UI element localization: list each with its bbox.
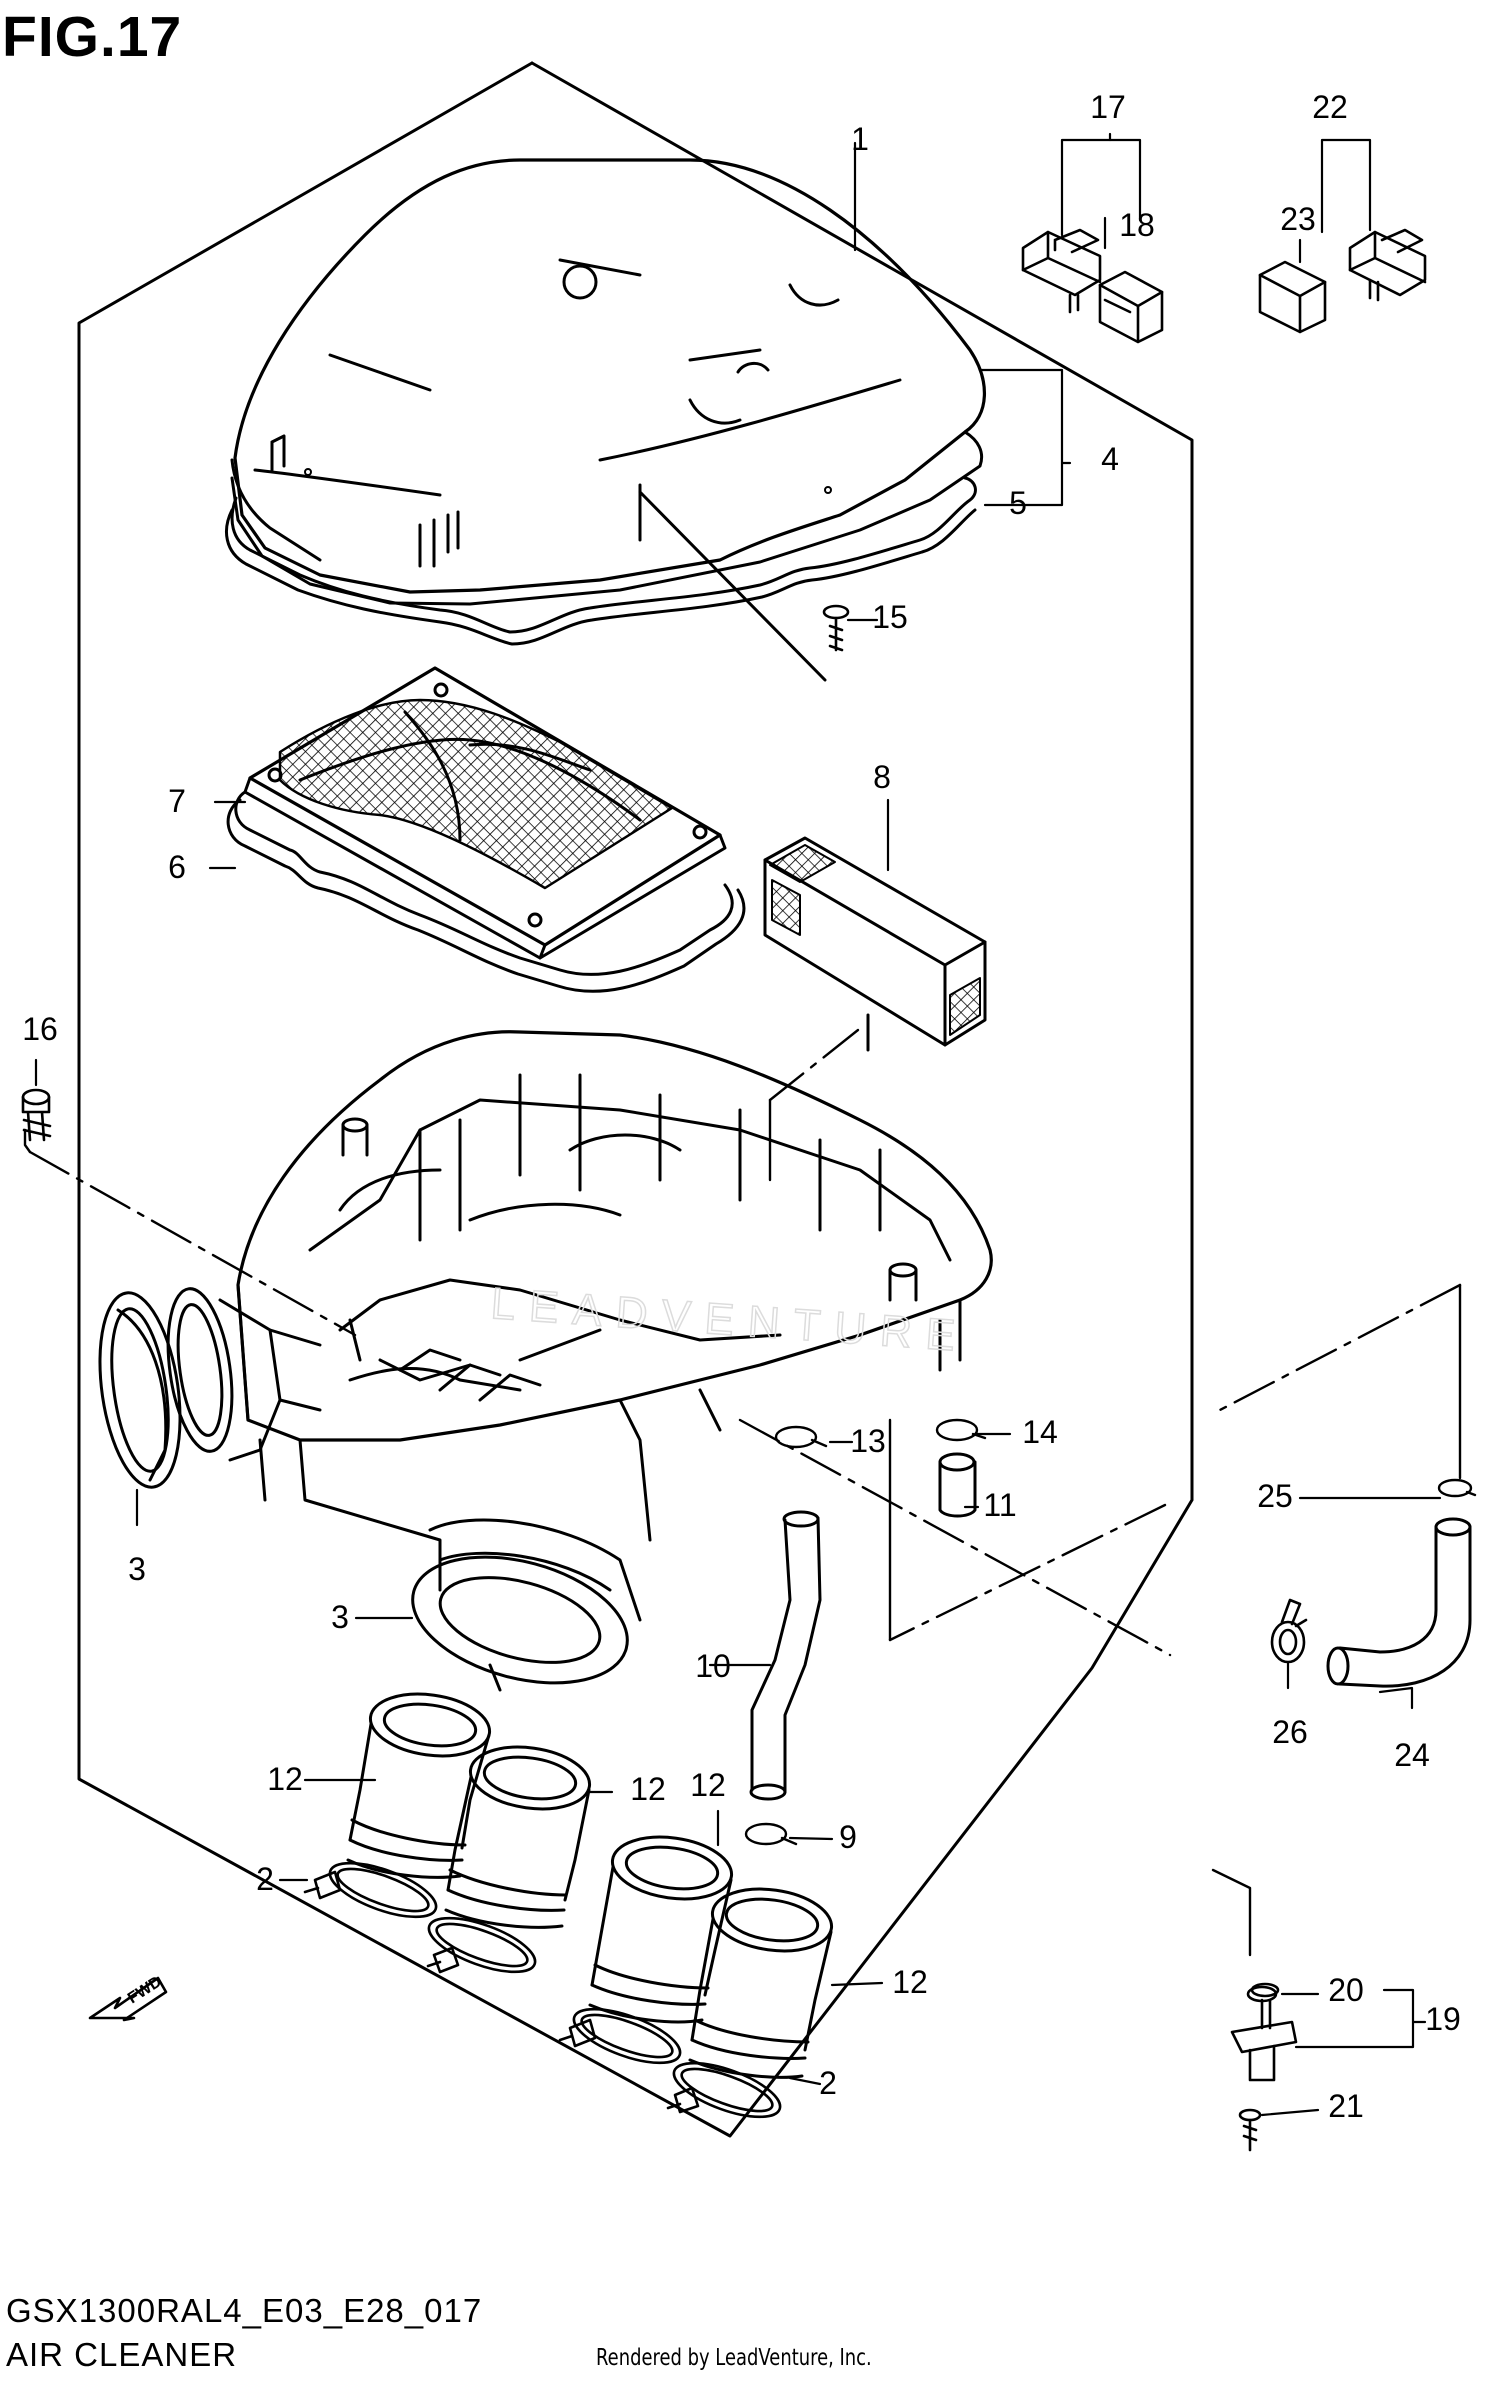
intake-boot-12-a (346, 1692, 492, 1879)
intake-boot-12-d (688, 1887, 834, 2079)
guide-lines (28, 1028, 1462, 1657)
fwd-arrow-icon (88, 1976, 168, 2022)
cap-11 (938, 1452, 977, 1518)
intake-boot-12-b (444, 1745, 592, 1929)
render-credit: Rendered by LeadVenture, Inc. (596, 2345, 872, 2371)
callout-4: 4 (1101, 441, 1119, 477)
callout-10: 10 (695, 1648, 731, 1684)
callout-19: 19 (1425, 2001, 1461, 2037)
callout-16: 16 (22, 1011, 58, 1047)
fwd-label: FWD (125, 1973, 165, 2007)
intake-duct-3-lower (411, 1518, 642, 1692)
callout-12c: 12 (690, 1767, 726, 1803)
air-filter-element (243, 666, 727, 960)
clip-14 (935, 1418, 987, 1442)
sensor-19 (1230, 1982, 1298, 2082)
callout-6: 6 (168, 849, 186, 885)
callout-3a: 3 (128, 1551, 146, 1587)
callout-2b: 2 (819, 2065, 837, 2101)
callout-2a: 2 (256, 1861, 274, 1897)
callout-14: 14 (1022, 1414, 1058, 1450)
cover-23 (1258, 260, 1327, 334)
intake-duct-3-left (98, 1287, 322, 1489)
callout-1: 1 (851, 121, 869, 157)
hose-clamp-2-upper (303, 1861, 537, 1974)
upper-case-cover (230, 158, 987, 606)
sensor-17 (1021, 228, 1102, 314)
hose-clamp-2-lower (558, 2007, 782, 2119)
hose-clamp-26 (1270, 1598, 1308, 1664)
callout-22: 22 (1312, 89, 1348, 125)
callout-25: 25 (1257, 1478, 1293, 1514)
callout-15: 15 (872, 599, 908, 635)
upper-case-seal (225, 476, 977, 646)
callout-23: 23 (1280, 201, 1316, 237)
callout-20: 20 (1328, 1972, 1364, 2008)
callout-13: 13 (850, 1423, 886, 1459)
callout-7: 7 (168, 783, 186, 819)
callout-5: 5 (1009, 485, 1027, 521)
lower-case-body (236, 1030, 993, 1592)
guide-solid-lines (23, 1098, 1462, 1957)
drain-hose-10 (749, 1510, 822, 1801)
intake-boot-12-c (588, 1835, 734, 2024)
o-ring-20 (1246, 1985, 1278, 2003)
assembly-boundary (77, 61, 1194, 2138)
callout-9: 9 (839, 1819, 857, 1855)
callout-12b: 12 (630, 1771, 666, 1807)
callout-numbers: 1 4 5 15 17 18 22 23 7 6 8 16 3 3 13 14 … (22, 89, 1461, 2124)
callout-21: 21 (1328, 2088, 1364, 2124)
bolt-16 (21, 1088, 52, 1142)
hose-clip-9 (744, 1822, 798, 1846)
callout-18: 18 (1119, 207, 1155, 243)
hose-clip-13 (774, 1425, 828, 1449)
breather-hose-24 (1326, 1517, 1472, 1688)
model-code: GSX1300RAL4_E03_E28_017 (6, 2292, 483, 2329)
callout-12d: 12 (892, 1964, 928, 2000)
callout-17: 17 (1090, 89, 1126, 125)
callout-26: 26 (1272, 1714, 1308, 1750)
assembly-name: AIR CLEANER (6, 2336, 238, 2373)
screw-21 (1238, 2108, 1262, 2152)
leader-15 (638, 490, 827, 682)
clip-25 (1437, 1478, 1477, 1498)
sensor-22 (1348, 228, 1427, 302)
filter-seal (226, 790, 746, 993)
callout-3b: 3 (331, 1599, 349, 1635)
figure-title: FIG.17 (2, 5, 183, 69)
callout-12a: 12 (267, 1761, 303, 1797)
callout-8: 8 (873, 759, 891, 795)
callout-leaders (34, 132, 1442, 2117)
callout-11: 11 (983, 1487, 1016, 1523)
sponge-filter-8 (763, 836, 987, 1052)
callout-24: 24 (1394, 1737, 1430, 1773)
cover-18 (1098, 270, 1164, 344)
screw-15 (822, 604, 850, 652)
watermark-text: LEADVENTURE (489, 1279, 970, 1361)
